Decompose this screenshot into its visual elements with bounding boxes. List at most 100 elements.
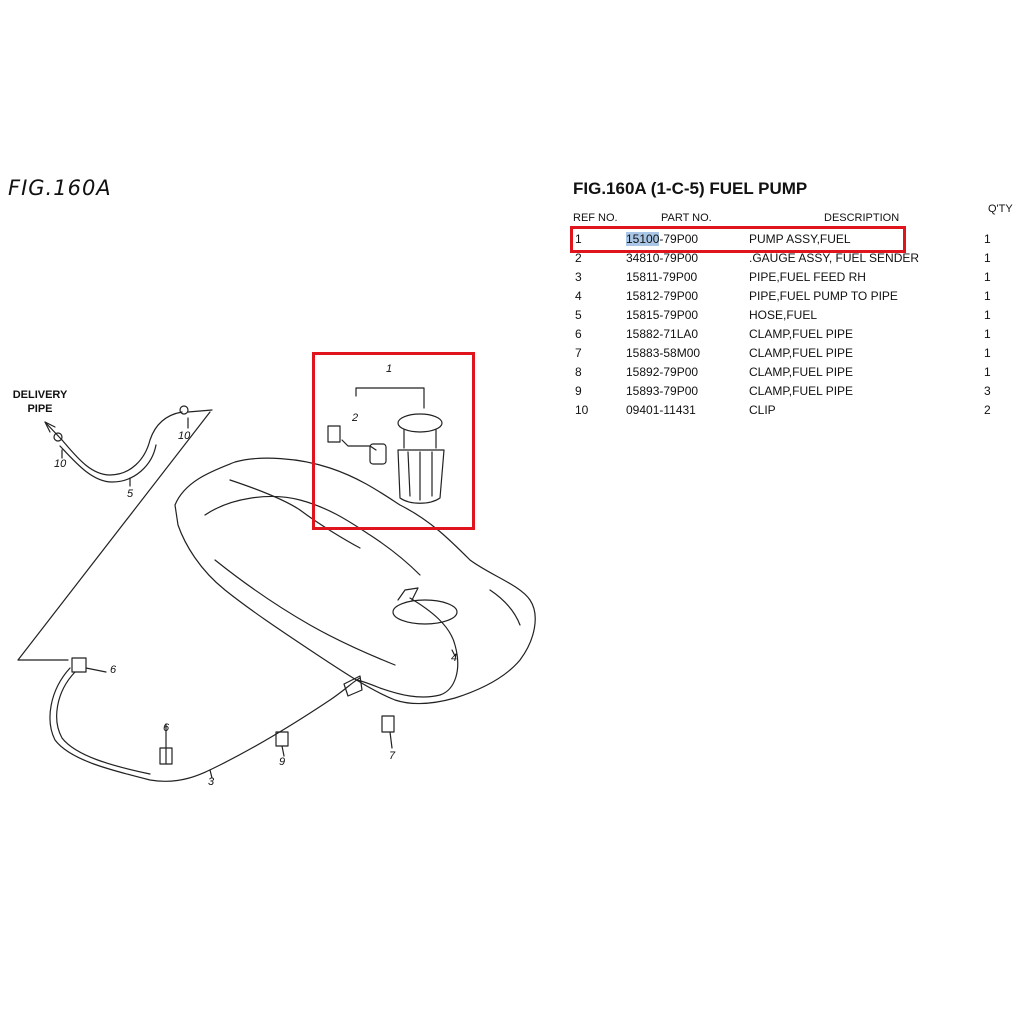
row-quantity: 1 bbox=[984, 289, 991, 303]
callout-3: 3 bbox=[208, 776, 215, 788]
row-part-no: 15892-79P00 bbox=[626, 365, 698, 379]
selected-text: 15100 bbox=[626, 232, 660, 246]
callout-5: 5 bbox=[127, 488, 134, 500]
row-description: CLAMP,FUEL PIPE bbox=[749, 327, 854, 341]
part-no-text: 15892-79P00 bbox=[626, 365, 699, 379]
row-ref-no: 8 bbox=[575, 365, 582, 379]
frame-line-left bbox=[17, 411, 211, 661]
delivery-label-line1: DELIVERY bbox=[12, 389, 68, 401]
row-1-highlight-box bbox=[570, 226, 906, 253]
part-no-text: -79P00 bbox=[659, 232, 699, 246]
table-row: 7 15883-58M00 CLAMP,FUEL PIPE 1 bbox=[573, 344, 1013, 363]
row-ref-no: 9 bbox=[575, 384, 582, 398]
clamp-6-a bbox=[71, 657, 87, 673]
row-description: .GAUGE ASSY, FUEL SENDER bbox=[749, 251, 920, 265]
fuel-tank-inner-ridge bbox=[204, 495, 421, 576]
callout-10b: 10 bbox=[178, 430, 191, 442]
pump-body bbox=[397, 449, 445, 504]
table-row: 3 15811-79P00 PIPE,FUEL FEED RH 1 bbox=[573, 268, 1013, 287]
part-no-text: 15811-79P00 bbox=[626, 270, 698, 284]
figure-label: FIG.160A bbox=[8, 176, 112, 200]
row-part-no: 15893-79P00 bbox=[626, 384, 698, 398]
fuel-pump-pipe-4 bbox=[355, 597, 459, 698]
row-ref-no: 7 bbox=[575, 346, 582, 360]
fuel-tank-ridge-4 bbox=[489, 589, 521, 626]
row-part-no: 15811-79P00 bbox=[626, 270, 697, 284]
row-ref-no: 5 bbox=[575, 308, 582, 322]
row-description: CLIP bbox=[749, 403, 776, 417]
row-quantity: 1 bbox=[984, 251, 991, 265]
callout-6b: 6 bbox=[163, 722, 170, 734]
callout-9: 9 bbox=[279, 756, 286, 768]
pipe-connector bbox=[343, 675, 363, 697]
row-description: PIPE,FUEL PUMP TO PIPE bbox=[749, 289, 898, 303]
row-quantity: 1 bbox=[984, 232, 991, 246]
fuel-tank-inner-ridge-2 bbox=[214, 559, 396, 666]
pump-flange-top bbox=[397, 413, 443, 433]
sender-gauge bbox=[369, 443, 387, 465]
pump-wiring bbox=[341, 439, 377, 451]
delivery-arrow bbox=[44, 421, 63, 441]
row-part-no: 34810-79P00 bbox=[626, 251, 698, 265]
table-title: FIG.160A (1-C-5) FUEL PUMP bbox=[573, 179, 808, 198]
pump-opening bbox=[392, 599, 458, 625]
row-quantity: 1 bbox=[984, 346, 991, 360]
row-ref-no: 1 bbox=[575, 232, 582, 246]
hose-5 bbox=[61, 411, 183, 476]
part-no-text: 15883-58M00 bbox=[626, 346, 701, 360]
part-no-text: 34810-79P00 bbox=[626, 251, 699, 265]
row-quantity: 2 bbox=[984, 403, 991, 417]
row-quantity: 1 bbox=[984, 270, 991, 284]
pump-assembly-highlight-box bbox=[312, 352, 475, 530]
row-quantity: 1 bbox=[984, 308, 991, 322]
row-ref-no: 3 bbox=[575, 270, 582, 284]
fuel-tank-outline bbox=[174, 457, 536, 705]
delivery-label-line2: PIPE bbox=[27, 403, 53, 415]
clip-10-a bbox=[53, 432, 63, 442]
fuel-feed-pipe-3 bbox=[49, 667, 361, 782]
header-desc: DESCRIPTION bbox=[824, 212, 900, 224]
row-part-no: 15812-79P00 bbox=[626, 289, 698, 303]
row-description: CLAMP,FUEL PIPE bbox=[749, 346, 854, 360]
table-row: 2 34810-79P00 .GAUGE ASSY, FUEL SENDER 1 bbox=[573, 249, 1013, 268]
clip-10-b bbox=[179, 405, 189, 415]
row-part-no: 15883-58M00 bbox=[626, 346, 700, 360]
row-part-no: 15882-71LA0 bbox=[626, 327, 698, 341]
header-qty: Q'TY bbox=[988, 203, 1013, 215]
pump-flange bbox=[397, 587, 419, 601]
table-row: 10 09401-11431 CLIP 2 bbox=[573, 401, 1013, 420]
callout-6a: 6 bbox=[110, 664, 117, 676]
part-no-text: 09401-11431 bbox=[626, 403, 696, 417]
row-description: PUMP ASSY,FUEL bbox=[749, 232, 851, 246]
part-no-text: 15815-79P00 bbox=[626, 308, 699, 322]
part-no-text: 15812-79P00 bbox=[626, 289, 699, 303]
row-description: PIPE,FUEL FEED RH bbox=[749, 270, 866, 284]
delivery-pipe-label: DELIVERY PIPE bbox=[10, 388, 70, 416]
callout-1: 1 bbox=[386, 363, 393, 375]
sender-float bbox=[327, 425, 341, 443]
row-part-no: 09401-11431 bbox=[626, 403, 696, 417]
callout-2: 2 bbox=[352, 412, 359, 424]
header-part: PART NO. bbox=[661, 212, 712, 224]
row-ref-no: 2 bbox=[575, 251, 582, 265]
callout-7: 7 bbox=[389, 750, 396, 762]
callout-10a: 10 bbox=[54, 458, 67, 470]
row-description: CLAMP,FUEL PIPE bbox=[749, 384, 854, 398]
row-quantity: 1 bbox=[984, 327, 991, 341]
fuel-tank-ridge-3 bbox=[229, 479, 361, 549]
row-part-no: 15815-79P00 bbox=[626, 308, 698, 322]
row-part-no: 15100-79P00 bbox=[626, 232, 698, 246]
table-row: 1 15100-79P00 PUMP ASSY,FUEL 1 bbox=[573, 230, 1013, 249]
row-ref-no: 10 bbox=[575, 403, 589, 417]
row-description: CLAMP,FUEL PIPE bbox=[749, 365, 854, 379]
part-no-text: 15882-71LA0 bbox=[626, 327, 699, 341]
clamp-9 bbox=[275, 731, 289, 747]
header-ref: REF NO. bbox=[573, 212, 618, 224]
part-no-text: 15893-79P00 bbox=[626, 384, 699, 398]
row-quantity: 3 bbox=[984, 384, 991, 398]
